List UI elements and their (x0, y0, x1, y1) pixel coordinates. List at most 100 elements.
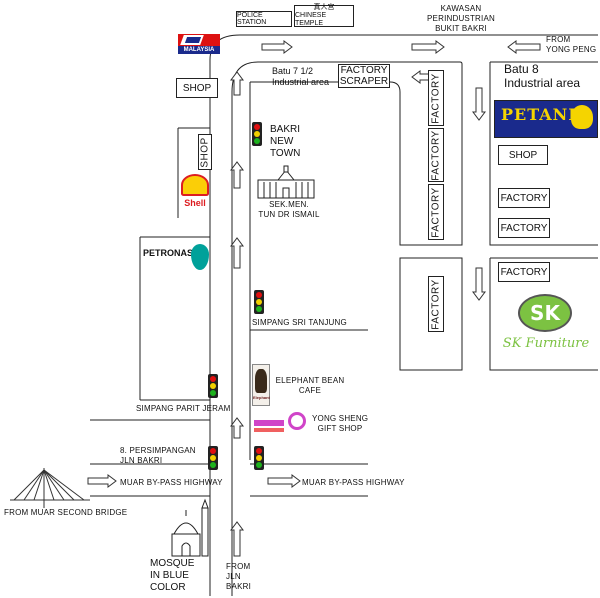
mosque-icon (171, 498, 209, 557)
sk-furniture-logo: SK SK Furniture (494, 292, 598, 358)
shop-box-vertical: SHOP (198, 134, 212, 170)
kawasan-line-3: BUKIT BAKRI (435, 24, 487, 33)
batu-8-text: Batu 8 (504, 62, 539, 76)
shop-left-label: SHOP (182, 82, 212, 94)
elephant-bean-logo: Elephant (252, 364, 270, 406)
factory-v2-label: FACTORY (430, 129, 442, 181)
persimpangan-2: JLN BAKRI (120, 456, 163, 465)
tun-dr-ismail-text: TUN DR ISMAIL (258, 210, 320, 219)
yong-sheng-label: YONG SHENG GIFT SHOP (312, 414, 368, 434)
traffic-light-icon (254, 446, 264, 470)
chinese-temple-label: CHINESE TEMPLE (295, 12, 327, 27)
factory-box-v2: FACTORY (428, 128, 444, 182)
elephant-bean-label: ELEPHANT BEAN CAFE (274, 376, 346, 396)
petronas-logo: PETRONAS (143, 242, 209, 274)
kawasan-label: KAWASAN PERINDUSTRIAN BUKIT BAKRI (416, 4, 506, 34)
persimpangan-1: 8. PERSIMPANGAN (120, 446, 196, 455)
road-top-inner (231, 61, 463, 596)
arrow-up-left-top (230, 71, 244, 96)
shop-vertical-label: SHOP (199, 136, 211, 168)
from-jln-bakri-label: FROM JLN BAKRI (226, 562, 251, 592)
factory-r1-label: FACTORY (500, 192, 548, 204)
factory-box-v3: FACTORY (428, 184, 444, 240)
pos-malaysia-logo: MALAYSIA (178, 34, 220, 54)
sk-furniture-text: SK Furniture (502, 336, 590, 351)
mosque-label: MOSQUE IN BLUE COLOR (150, 558, 194, 594)
from-jln-3: BAKRI (226, 582, 252, 591)
traffic-light-icon (208, 446, 218, 470)
shop-right-label: SHOP (508, 149, 538, 161)
factory-v3-label: FACTORY (430, 186, 442, 238)
arrow-right-bypass (87, 474, 117, 488)
arrow-down-right-1 (472, 87, 486, 121)
petani-text: PETANI (501, 105, 577, 124)
bridge-icon (10, 468, 90, 508)
mosque-1: MOSQUE (150, 558, 195, 569)
arrow-right-top2 (411, 40, 445, 54)
yong-sheng-2: GIFT SHOP (317, 424, 363, 433)
industrial-area-8-text: Industrial area (504, 76, 581, 90)
factory-scraper-line-1: FACTORY (340, 65, 388, 76)
mosque-2: IN BLUE (150, 570, 189, 581)
factory-box-v1: FACTORY (428, 70, 444, 126)
mosque-3: COLOR (150, 582, 186, 593)
arrow-up-mid-1 (230, 161, 244, 189)
yong-sheng-1: YONG SHENG (312, 414, 369, 423)
arrow-right-bypass2 (267, 474, 301, 488)
chinese-temple-cn-label: 真人宫 (313, 4, 335, 11)
traffic-light-icon (254, 290, 264, 314)
yong-sheng-logo (252, 412, 308, 438)
from-jln-2: JLN (226, 572, 241, 581)
factory-scraper-box: FACTORY SCRAPER (338, 64, 390, 88)
factory-box-r2: FACTORY (498, 218, 550, 238)
shell-text: Shell (184, 198, 206, 208)
arrow-up-mid-2 (230, 237, 244, 269)
factory-r2-label: FACTORY (500, 222, 548, 234)
petani-logo: PETANI (494, 100, 598, 138)
factory-box-r1: FACTORY (498, 188, 550, 208)
muar-bypass-right-label: MUAR BY-PASS HIGHWAY (302, 478, 405, 487)
arrow-right-top (261, 40, 293, 54)
traffic-light-icon (252, 122, 262, 146)
from-jln-1: FROM (226, 562, 251, 571)
kawasan-line-1: KAWASAN (440, 4, 482, 13)
traffic-light-icon (208, 374, 218, 398)
town-text: TOWN (270, 148, 301, 159)
petronas-text: PETRONAS (143, 248, 194, 258)
police-station-label: POLICE STATION (237, 12, 267, 26)
malaysia-text: MALAYSIA (178, 46, 220, 54)
factory-box-r3: FACTORY (498, 262, 550, 282)
industrial-area-text: Industrial area (272, 77, 330, 87)
arrow-up-low (230, 417, 244, 439)
shop-box-right: SHOP (498, 145, 548, 165)
factory-box-v4: FACTORY (428, 276, 444, 332)
bakri-new-town-label: BAKRI NEW TOWN (270, 124, 300, 160)
new-text: NEW (270, 136, 294, 147)
school-label: SEK.MEN. TUN DR ISMAIL (254, 200, 324, 220)
school-building-icon (257, 165, 315, 199)
police-station-box: POLICE STATION (236, 11, 292, 27)
from-yong-peng: FROM YONG PENG (546, 35, 596, 55)
elephant-text: Elephant (253, 395, 270, 400)
arrow-up-bottom (230, 521, 244, 557)
from-second-bridge-label: FROM MUAR SECOND BRIDGE (4, 508, 128, 517)
elephant-bean-1: ELEPHANT BEAN (275, 376, 345, 385)
shop-box-left: SHOP (176, 78, 218, 98)
simpang-parit-jeram-label: SIMPANG PARIT JERAM (136, 404, 231, 413)
arrow-down-right-2 (472, 267, 486, 301)
batu-712-text: Batu 7 1/2 (272, 66, 314, 76)
factory-v1-label: FACTORY (430, 72, 442, 124)
bakri-text: BAKRI (270, 124, 301, 135)
from-yong-peng-1: FROM (546, 35, 571, 44)
batu-8-label: Batu 8 Industrial area (504, 62, 580, 90)
kawasan-line-2: PERINDUSTRIAN (427, 14, 495, 23)
muar-bypass-left-label: MUAR BY-PASS HIGHWAY (120, 478, 223, 487)
shell-logo: Shell (178, 174, 212, 212)
chinese-temple-box: 真人宫 CHINESE TEMPLE (294, 4, 354, 27)
factory-v4-label: FACTORY (430, 278, 442, 330)
arrow-left-top (507, 40, 541, 54)
sek-men-text: SEK.MEN. (269, 200, 309, 209)
from-yong-peng-2: YONG PENG (546, 45, 597, 54)
factory-r3-label: FACTORY (500, 266, 548, 278)
